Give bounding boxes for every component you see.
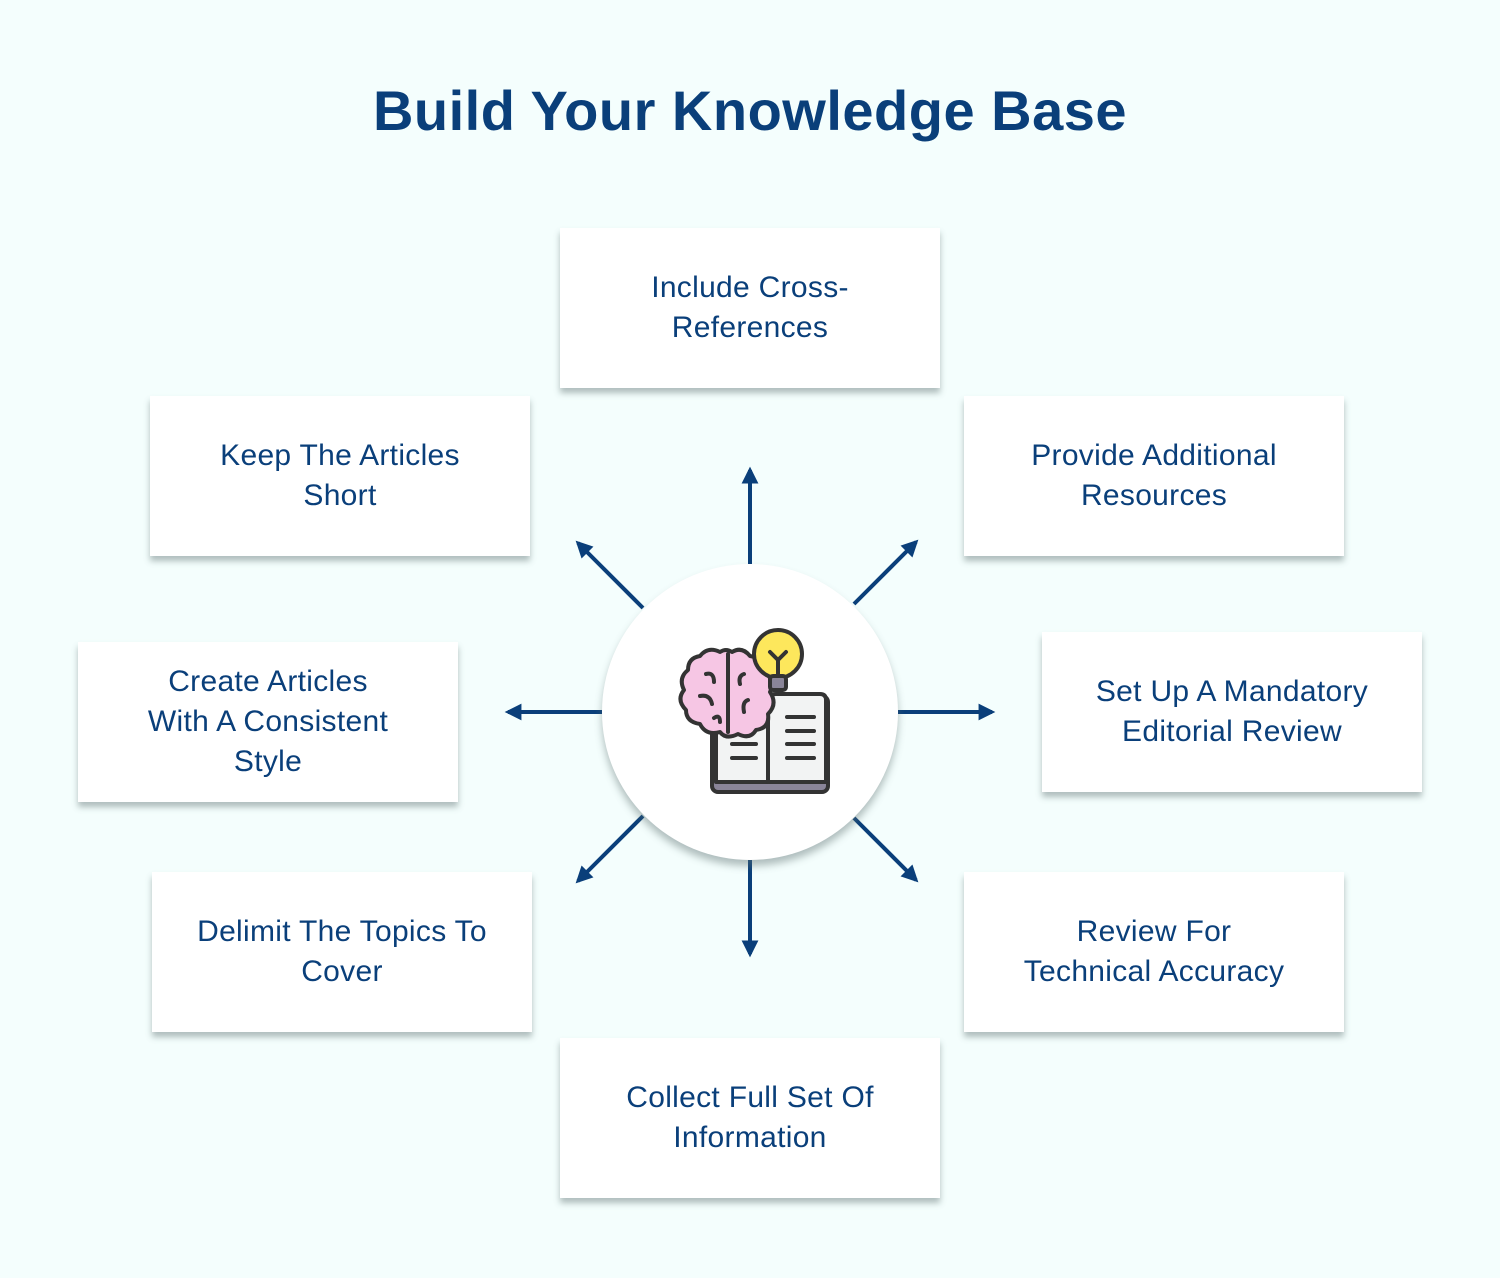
arrow-down-left [575, 814, 645, 884]
arrow-down-right [852, 816, 919, 883]
card-include-cross-references: Include Cross-References [560, 228, 940, 388]
brain-icon [678, 647, 776, 739]
center-hub [602, 564, 898, 860]
lightbulb-icon [752, 628, 804, 692]
arrow-up-right [852, 539, 919, 606]
arrow-up-left [575, 540, 645, 610]
brain-lightbulb-book-icon [678, 628, 830, 794]
card-label: Include Cross-References [651, 271, 849, 344]
page-title: Build Your Knowledge Base [372, 79, 1128, 142]
